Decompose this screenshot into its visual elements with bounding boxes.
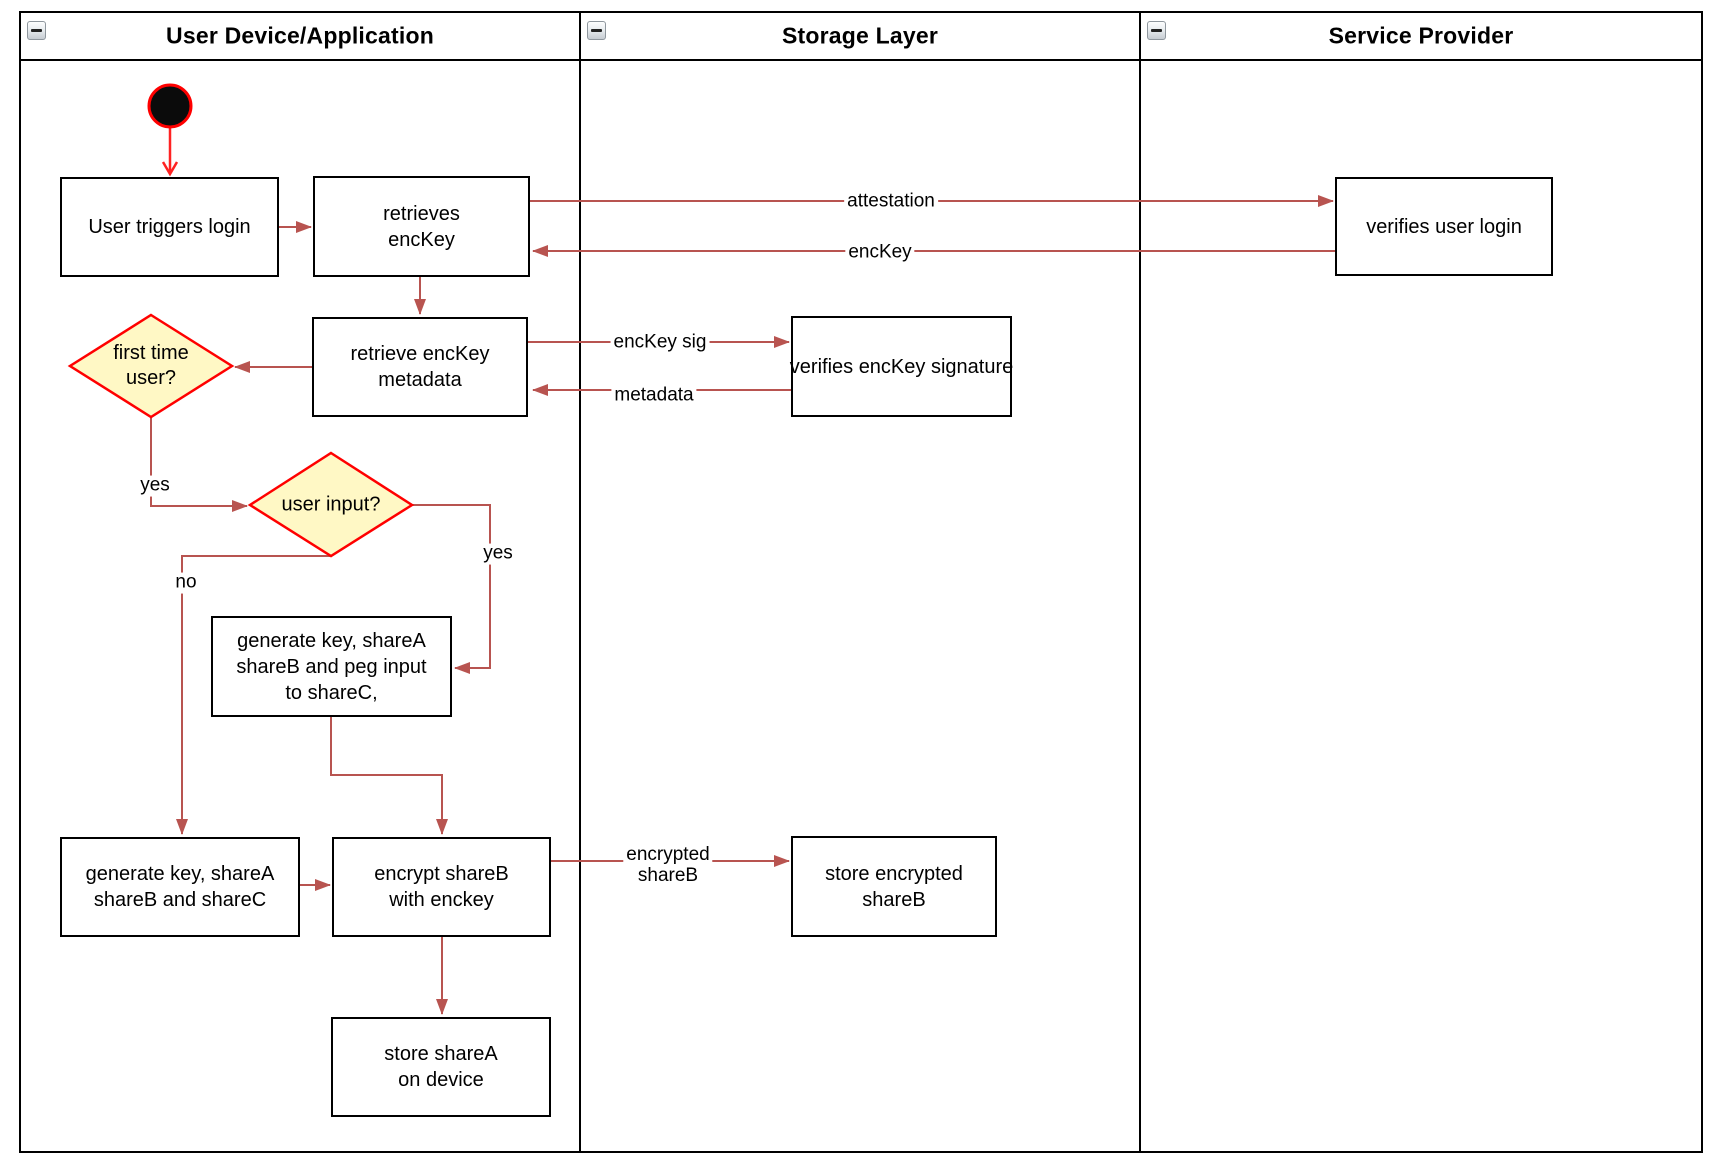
minus-icon bbox=[591, 29, 602, 32]
decision-label-user-input: user input? bbox=[281, 493, 381, 516]
node-verifies-user-login[interactable]: verifies user login bbox=[1335, 177, 1553, 276]
edge-yes-firsttime[interactable] bbox=[150, 417, 248, 512]
node-label: verifies encKey signature bbox=[789, 355, 1014, 378]
node-label: verifies user login bbox=[1366, 215, 1522, 238]
node-label: generate key, shareA shareB and shareC bbox=[85, 863, 275, 911]
lane-header-storage-layer[interactable]: Storage Layer bbox=[580, 12, 1140, 60]
lane-title-service-provider: Service Provider bbox=[1328, 22, 1514, 49]
edge-label-yes-first-time[interactable]: yes bbox=[137, 475, 173, 497]
collapse-minus-icon[interactable] bbox=[27, 21, 46, 40]
pool-border[interactable] bbox=[19, 11, 1703, 1153]
node-store-encrypted-shareb[interactable]: store encrypted shareB bbox=[791, 836, 997, 937]
edge-label-metadata[interactable]: metadata bbox=[611, 385, 697, 407]
collapse-minus-icon[interactable] bbox=[587, 21, 606, 40]
start-state-node[interactable] bbox=[147, 83, 193, 129]
node-retrieve-enckey-metadata[interactable]: retrieve encKey metadata bbox=[312, 317, 528, 417]
minus-icon bbox=[1151, 29, 1162, 32]
edge-label-attestation[interactable]: attestation bbox=[844, 191, 938, 213]
node-label: store shareA on device bbox=[384, 1043, 498, 1091]
node-store-sharea-on-device[interactable]: store shareA on device bbox=[331, 1017, 551, 1117]
lane-title-storage-layer: Storage Layer bbox=[782, 22, 938, 49]
minus-icon bbox=[31, 29, 42, 32]
edge-peg-to-encrypt[interactable] bbox=[330, 717, 448, 835]
collapse-minus-icon[interactable] bbox=[1147, 21, 1166, 40]
node-retrieves-enckey[interactable]: retrieves encKey bbox=[313, 176, 530, 277]
node-label: retrieve encKey metadata bbox=[350, 343, 490, 391]
lane-title-user-device: User Device/Application bbox=[166, 22, 434, 49]
edge-label-no-user-input[interactable]: no bbox=[172, 572, 200, 594]
decision-first-time-user[interactable] bbox=[67, 313, 235, 419]
node-encrypt-shareb[interactable]: encrypt shareB with enckey bbox=[332, 837, 551, 937]
edge-no-userinput[interactable] bbox=[176, 555, 331, 835]
node-user-triggers-login[interactable]: User triggers login bbox=[60, 177, 279, 277]
edge-label-enckey[interactable]: encKey bbox=[845, 242, 915, 264]
node-label: generate key, shareA shareB and peg inpu… bbox=[236, 629, 427, 704]
decision-label-first-time-user: first time user? bbox=[113, 342, 189, 389]
lane-header-service-provider[interactable]: Service Provider bbox=[1140, 12, 1702, 60]
lane-header-user-device[interactable]: User Device/Application bbox=[20, 12, 580, 60]
node-verifies-enckey-signature[interactable]: verifies encKey signature bbox=[789, 316, 1014, 417]
node-label: User triggers login bbox=[88, 216, 251, 238]
node-label: encrypt shareB with enckey bbox=[374, 863, 509, 911]
node-label: store encrypted shareB bbox=[825, 862, 963, 911]
edge-label-enckey-sig[interactable]: encKey sig bbox=[610, 332, 710, 354]
node-generate-key-abc[interactable]: generate key, shareA shareB and shareC bbox=[60, 837, 300, 937]
decision-user-input[interactable] bbox=[247, 451, 415, 558]
edge-label-yes-user-input[interactable]: yes bbox=[480, 543, 516, 565]
node-label: retrieves encKey bbox=[383, 202, 460, 251]
edge-label-encrypted-shareb[interactable]: encrypted shareB bbox=[623, 844, 713, 887]
node-generate-key-peg-input[interactable]: generate key, shareA shareB and peg inpu… bbox=[211, 616, 452, 717]
edge-yes-userinput[interactable] bbox=[412, 504, 491, 674]
